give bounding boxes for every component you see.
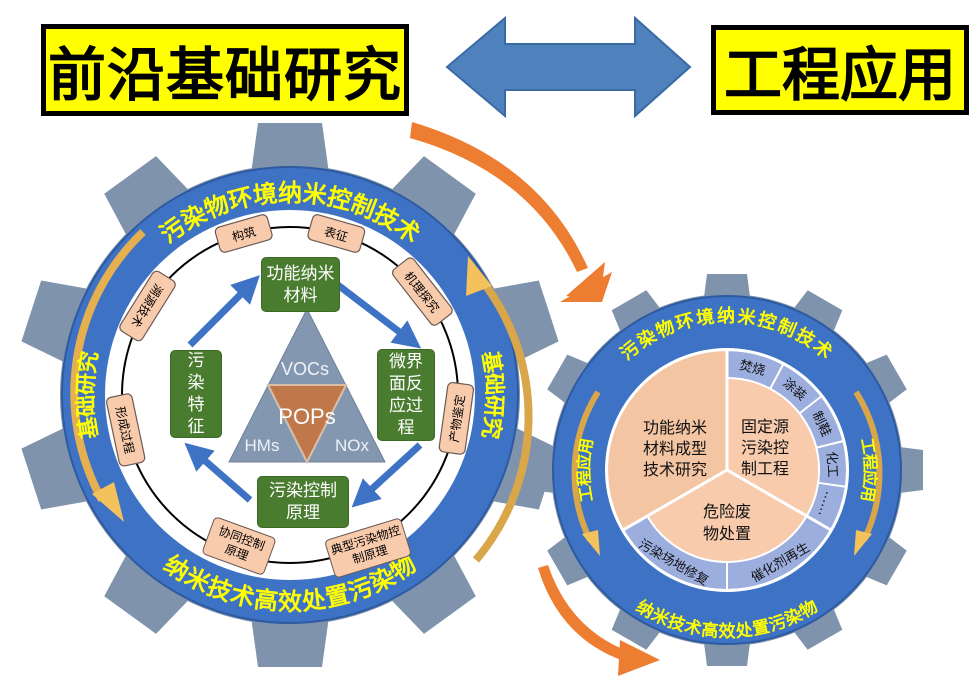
cycle-box-bottom: 污染控制原理: [257, 476, 349, 528]
cycle-box-left-label: 污染特征: [187, 351, 205, 437]
sector-fixed-source-text: 固定源污染控制工程: [740, 416, 789, 478]
gold-arrow-right: [472, 275, 533, 563]
triangle-right-label: NOx: [335, 436, 370, 455]
cycle-box-top-label: 功能纳米材料: [266, 263, 335, 306]
title-frontier-research: 前沿基础研究: [41, 24, 409, 116]
triangle-left-label: HMs: [245, 436, 280, 455]
title-engineering-application-text: 工程应用: [723, 41, 956, 109]
title-engineering-application: 工程应用: [711, 25, 969, 115]
double-arrow: [445, 15, 692, 119]
sector-fixed-source: [726, 376, 820, 518]
fixed-source-sub-item: 化工: [823, 451, 839, 478]
triangle-top-label: VOCs: [281, 359, 329, 379]
fixed-source-sub-item: 焚烧: [738, 358, 767, 379]
tag-label: 表征: [323, 224, 350, 244]
cycle-box-right-label: 微界面反应过程: [389, 352, 423, 438]
process-tag: 产物鉴定: [438, 381, 475, 455]
cycle-arrow-bottom-to-left: [184, 442, 253, 503]
cycle-arrow-top-to-right: [331, 279, 422, 349]
gold-arrow-left: [70, 229, 146, 502]
triangle-center-label: POPs: [278, 404, 335, 429]
cycle-arrow-left-to-top: [187, 275, 260, 348]
tag-label: 构筑: [230, 223, 257, 244]
left-gear: 污染物环境纳米控制技术 纳米技术高效处置污染物 基础研究 基础研究 构筑表征机理…: [21, 123, 559, 667]
title-frontier-research-text: 前沿基础研究: [47, 41, 402, 109]
pollutant-triangle: VOCs POPs HMs NOx: [228, 307, 386, 465]
sector-materials-text: 功能纳米材料成型技术研究: [642, 417, 707, 479]
gold-arrow-small-right: [853, 390, 883, 542]
cycle-box-top: 功能纳米材料: [261, 257, 340, 312]
cycle-arrow-right-to-bottom: [351, 442, 423, 508]
sector-materials-label: 功能纳米材料成型技术研究: [640, 412, 710, 484]
sector-hazardous-label: 危险废物处置: [700, 500, 754, 546]
process-tag: 表征: [307, 214, 366, 253]
gold-arrow-small-left: [571, 390, 601, 542]
process-tag: 形成过程: [106, 393, 146, 467]
cycle-box-left: 污染特征: [170, 350, 222, 438]
cycle-box-right: 微界面反应过程: [377, 349, 435, 441]
orange-arrow-top: [410, 122, 588, 272]
tag-label: 产物鉴定: [446, 394, 468, 444]
application-pie: 焚烧涂装制鞋化工……污染场地修复催化剂再生: [606, 348, 848, 591]
process-tag: 构筑: [214, 214, 273, 253]
right-gear: 污染物环境纳米控制技术 纳米技术高效处置污染物 工程应用 工程应用 焚烧涂装制鞋…: [531, 274, 923, 666]
sector-hazardous-text: 危险废物处置: [702, 502, 751, 543]
sector-hazardous: [645, 468, 809, 563]
cycle-box-bottom-label: 污染控制原理: [269, 481, 337, 523]
sector-fixed-source-label: 固定源污染控制工程: [738, 414, 792, 480]
